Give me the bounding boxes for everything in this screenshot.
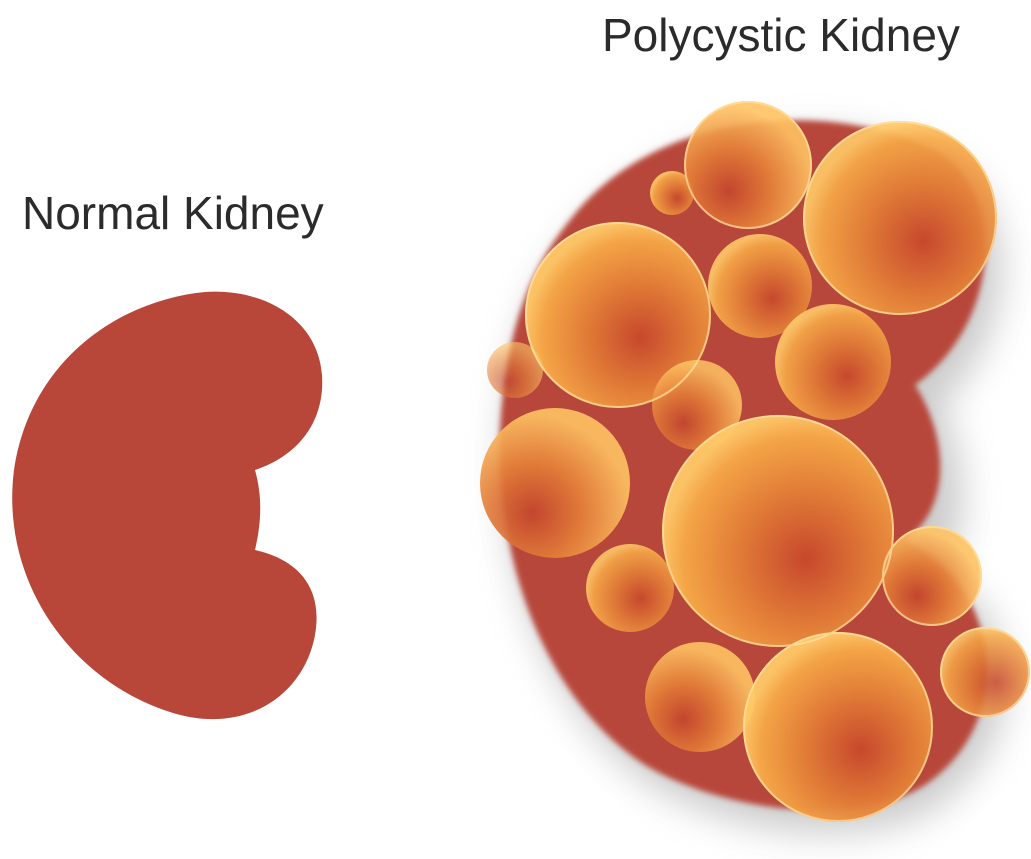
cyst: [487, 342, 543, 398]
normal-kidney-shape: [12, 292, 322, 719]
cyst: [645, 642, 755, 752]
polycystic-kidney: [480, 101, 1030, 833]
cyst: [586, 544, 674, 632]
cyst: [775, 304, 891, 420]
cyst: [480, 408, 630, 558]
